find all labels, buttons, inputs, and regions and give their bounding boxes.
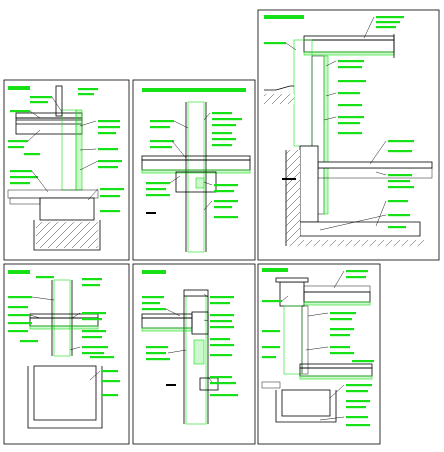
detail-panel-2	[132, 79, 256, 261]
panel-5-title-bar	[142, 270, 166, 274]
panel-2-title-bar	[142, 88, 246, 92]
detail-panel-4	[3, 263, 130, 445]
panel-4-title-bar	[8, 270, 30, 274]
panel-1-title-bar	[8, 86, 30, 90]
panel-6-title-bar	[262, 268, 288, 272]
panel-3-title-bar	[264, 15, 304, 19]
detail-panel-5	[132, 263, 256, 445]
detail-panel-3	[257, 9, 440, 261]
detail-panel-1	[3, 79, 130, 261]
detail-panel-6	[257, 263, 381, 445]
